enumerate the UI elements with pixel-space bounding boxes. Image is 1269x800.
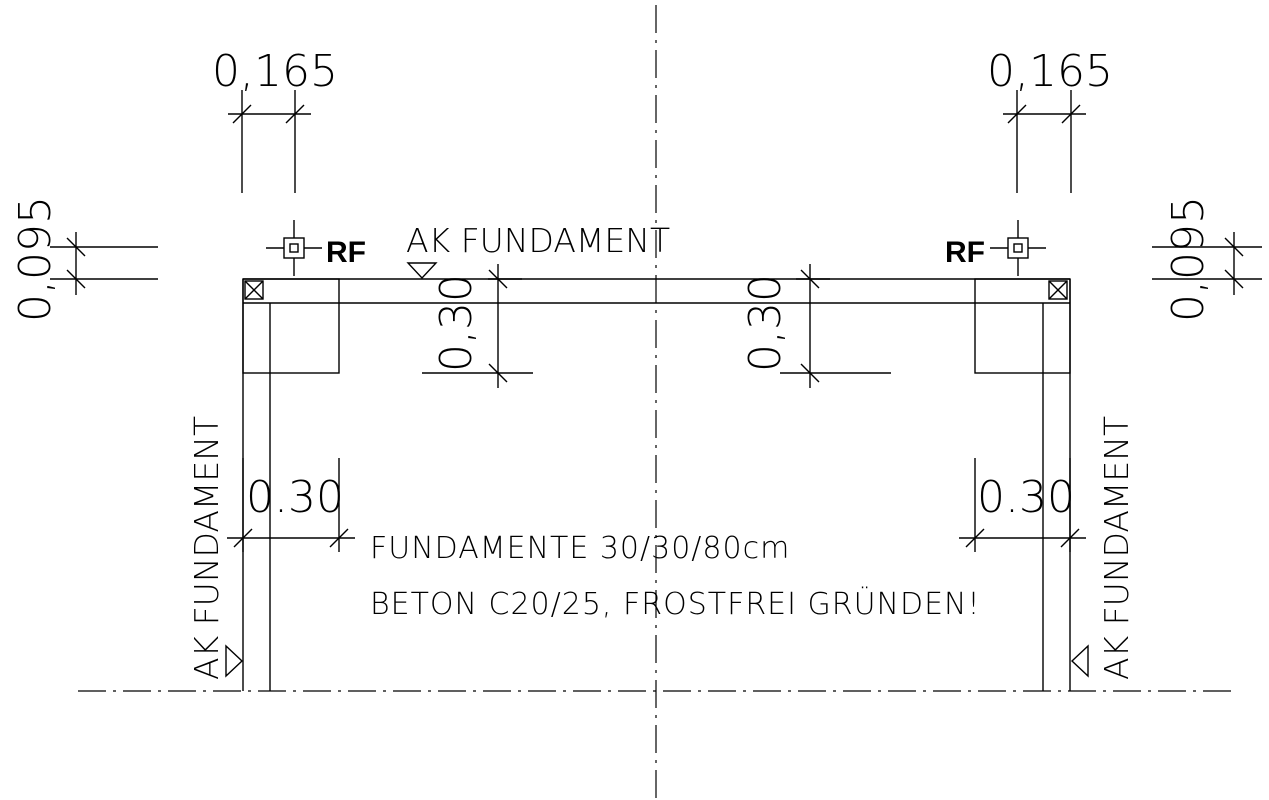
dimension-top-right	[1003, 90, 1086, 193]
dimension-depth-right-label: 0,30	[740, 274, 791, 372]
level-triangle-left	[225, 644, 244, 678]
dimension-top-right-label: 0,165	[987, 46, 1113, 97]
dimension-width-right-label: 0.30	[977, 472, 1075, 523]
dimension-depth-left	[422, 264, 533, 388]
dimension-depth-left-label: 0,30	[431, 274, 482, 372]
dimension-side-left-label: 0,095	[10, 196, 61, 322]
dimension-top-left-label: 0,165	[212, 46, 338, 97]
dimension-side-left	[50, 232, 158, 295]
dimension-width-left	[227, 458, 355, 552]
level-label-right: AK FUNDAMENT	[1097, 416, 1136, 680]
rf-marker-left	[266, 220, 322, 276]
rf-marker-right	[990, 220, 1046, 276]
top-beam	[243, 278, 1070, 304]
level-triangle-right	[1070, 644, 1089, 678]
post-marker-right	[1048, 280, 1068, 300]
note-foundation-size: FUNDAMENTE 30/30/80cm	[370, 531, 790, 566]
dimension-width-right	[959, 458, 1086, 552]
dimension-top-left	[228, 90, 311, 193]
level-label-top: AK FUNDAMENT	[406, 221, 670, 260]
rf-label-right: RF	[945, 236, 985, 269]
note-concrete-spec: BETON C20/25, FROSTFREI GRÜNDEN!	[370, 586, 981, 622]
dimension-depth-right	[780, 264, 891, 388]
rf-label-left: RF	[326, 236, 366, 269]
level-label-left: AK FUNDAMENT	[187, 416, 226, 680]
dimension-width-left-label: 0.30	[246, 472, 344, 523]
post-marker-left	[244, 280, 264, 300]
dimension-side-right-label: 0,095	[1163, 196, 1214, 322]
right-foundation	[974, 278, 1071, 691]
level-triangle-top	[406, 262, 438, 280]
dimension-side-right	[1152, 232, 1262, 295]
